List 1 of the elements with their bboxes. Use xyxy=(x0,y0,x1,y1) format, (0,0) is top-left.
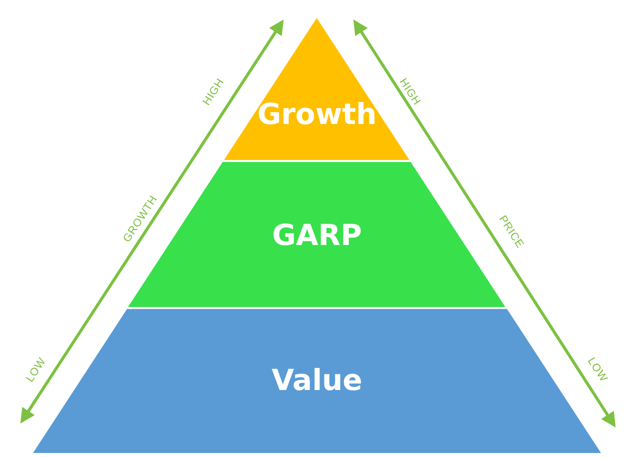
segment-label: Growth xyxy=(256,97,378,131)
